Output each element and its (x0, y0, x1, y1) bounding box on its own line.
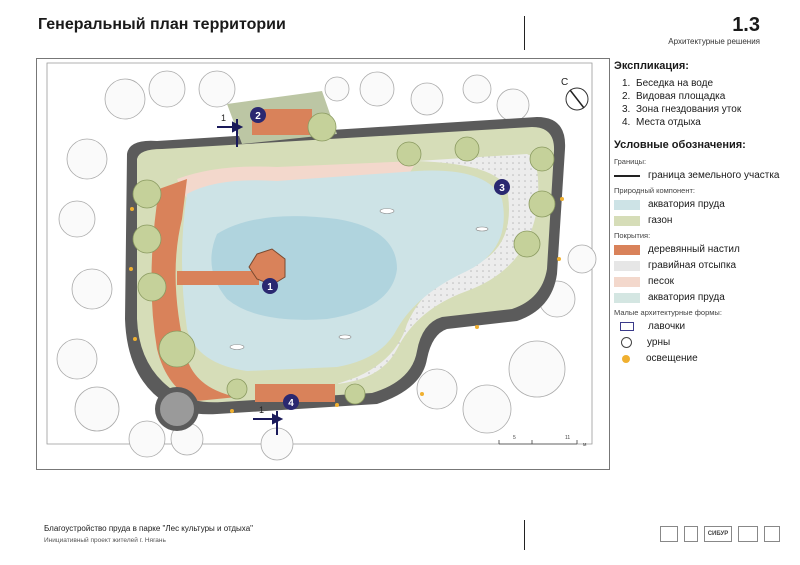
legend-panel: Экспликация: 1.Беседка на воде 2.Видовая… (614, 60, 794, 369)
boats (229, 208, 489, 350)
footer-subtitle: Инициативный проект жителей г. Нягань (44, 537, 166, 544)
footer-title: Благоустройство пруда в парке "Лес культ… (44, 524, 253, 533)
bench-icon (620, 322, 634, 331)
nature-title: Природный компонент: (614, 186, 696, 195)
explication-title: Экспликация: (614, 60, 689, 72)
marker-2: 2 (250, 107, 266, 123)
scale-bar: 5 11 м (498, 435, 587, 448)
legend-nature-lawn: газон (614, 215, 794, 226)
section-arrow-north (217, 119, 244, 147)
svg-text:2: 2 (255, 111, 261, 122)
sheet-number: 1.3 (732, 14, 760, 36)
legend-bench: лавочки (614, 321, 794, 332)
partner-logos: СИБУР (660, 526, 780, 542)
lights (129, 197, 564, 413)
gazebo (248, 248, 286, 286)
marker-1: 1 (262, 278, 278, 294)
explication-item: 2.Видовая площадка (622, 91, 726, 102)
svg-text:5: 5 (513, 435, 516, 441)
legend-cover-water: акватория пруда (614, 292, 794, 303)
emblem-icon (684, 526, 698, 542)
svg-text:11: 11 (565, 435, 570, 441)
emblem-icon (660, 526, 678, 542)
svg-text:4: 4 (288, 398, 294, 409)
sibur-logo: СИБУР (704, 526, 732, 542)
header-divider (524, 16, 525, 50)
marker-3: 3 (494, 179, 510, 195)
section-arrow-south (253, 411, 284, 435)
covers-title: Покрытия: (614, 231, 651, 240)
border-swatch (614, 174, 640, 177)
svg-text:С: С (561, 77, 568, 88)
background-trees (56, 70, 597, 461)
section-label-south: 1 (259, 405, 264, 415)
park-trees (132, 112, 556, 405)
partner-logo (764, 526, 780, 542)
rest-deck (255, 384, 335, 402)
legend-border: граница земельного участка (614, 170, 794, 181)
site-boundary (46, 62, 593, 445)
legend-nature-water: акватория пруда (614, 199, 794, 210)
borders-title: Границы: (614, 157, 647, 166)
explication-list: 1.Беседка на воде 2.Видовая площадка 3.З… (614, 78, 794, 129)
pond-deep (211, 216, 397, 320)
site-plan-drawing: 1 1 1 2 3 4 С 5 11 м (46, 62, 597, 461)
section-label-north: 1 (221, 113, 226, 123)
legend-cover-wood: деревянный настил (614, 244, 794, 255)
legend-urn: урны (614, 337, 794, 348)
page-title: Генеральный план территории (38, 16, 286, 33)
legend-cover-sand: песок (614, 276, 794, 287)
footer-divider (524, 520, 525, 550)
light-icon (622, 354, 630, 363)
urn-icon (621, 337, 632, 348)
maf-title: Малые архитектурные формы: (614, 308, 722, 317)
gravel-strip (337, 154, 539, 384)
sheet-subtitle: Архитектурные решения (668, 37, 760, 46)
marker-4: 4 (283, 394, 299, 410)
explication-item: 3.Зона гнездования уток (622, 104, 742, 115)
svg-text:1: 1 (267, 282, 273, 293)
explication-item: 4.Места отдыха (622, 117, 701, 128)
legend-cover-gravel: гравийная отсыпка (614, 260, 794, 271)
svg-text:м: м (583, 442, 587, 448)
north-arrow: С (561, 77, 589, 111)
explication-item: 1.Беседка на воде (622, 78, 714, 89)
svg-text:3: 3 (499, 183, 505, 194)
site-plan: 1 1 1 2 3 4 С 5 11 м (36, 58, 610, 470)
gazebo-pier (177, 271, 259, 285)
symbols-title: Условные обозначения: (614, 139, 746, 151)
partner-logo (738, 526, 758, 542)
legend-light: освещение (614, 353, 794, 364)
